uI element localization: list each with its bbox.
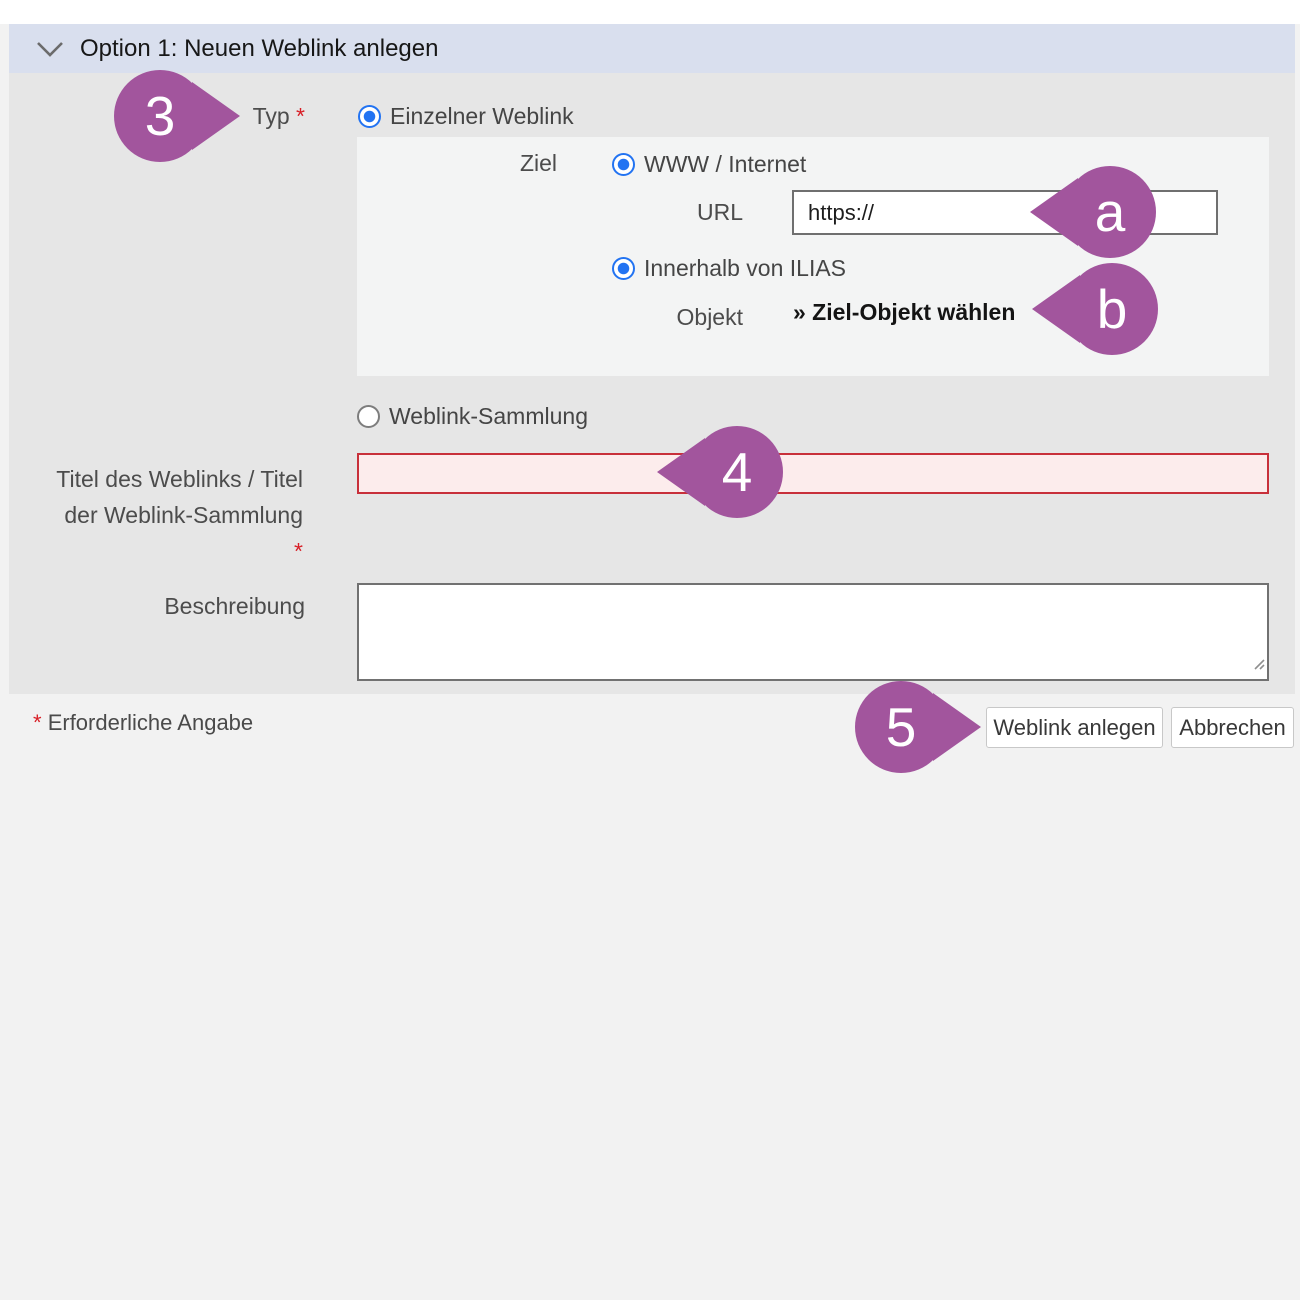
annotation-marker-3: 3 [114,70,240,162]
typ-label: Typ * [252,103,305,129]
marker-tip [1030,178,1078,246]
weblink-anlegen-button[interactable]: Weblink anlegen [986,707,1163,748]
marker-tip [933,693,981,761]
radio-selected-icon[interactable] [612,153,635,176]
radio-option-einzelner-weblink[interactable]: Einzelner Weblink [358,103,574,130]
radio-selected-icon[interactable] [358,105,381,128]
annotation-marker-b: b [1032,263,1158,355]
beschreibung-textarea[interactable] [357,583,1269,681]
chevron-down-icon [35,40,65,58]
objekt-label: Objekt [676,304,743,330]
annotation-marker-5: 5 [855,681,981,773]
radio-label: Einzelner Weblink [390,103,574,129]
radio-selected-icon[interactable] [612,257,635,280]
beschreibung-label: Beschreibung [164,593,305,619]
beschreibung-textarea-wrap [357,583,1269,681]
annotation-marker-a: a [1030,166,1156,258]
titel-input[interactable] [357,453,1269,494]
titel-label: Titel des Weblinks / Titel der Weblink-S… [56,466,303,564]
accordion-title: Option 1: Neuen Weblink anlegen [80,34,439,62]
radio-unselected-icon[interactable] [357,405,380,428]
abbrechen-button[interactable]: Abbrechen [1171,707,1294,748]
url-label: URL [696,199,743,225]
resize-handle-icon[interactable] [1251,656,1266,676]
top-margin [0,0,1300,24]
radio-label: WWW / Internet [644,151,807,177]
radio-label: Weblink-Sammlung [389,403,588,429]
marker-tip [192,82,240,150]
marker-tip [657,438,705,506]
accordion-header[interactable]: Option 1: Neuen Weblink anlegen [9,24,1295,73]
ziel-label: Ziel [519,150,557,176]
radio-label: Innerhalb von ILIAS [644,255,847,281]
ziel-objekt-waehlen-link[interactable]: » Ziel-Objekt wählen [793,299,1016,325]
radio-option-innerhalb-von-ilias[interactable]: Innerhalb von ILIAS [612,255,846,282]
radio-option-weblink-sammlung[interactable]: Weblink-Sammlung [357,403,588,430]
marker-tip [1032,275,1080,343]
annotation-marker-4: 4 [657,426,783,518]
required-footnote: * Erforderliche Angabe [33,710,254,735]
radio-option-www-internet[interactable]: WWW / Internet [612,151,806,178]
